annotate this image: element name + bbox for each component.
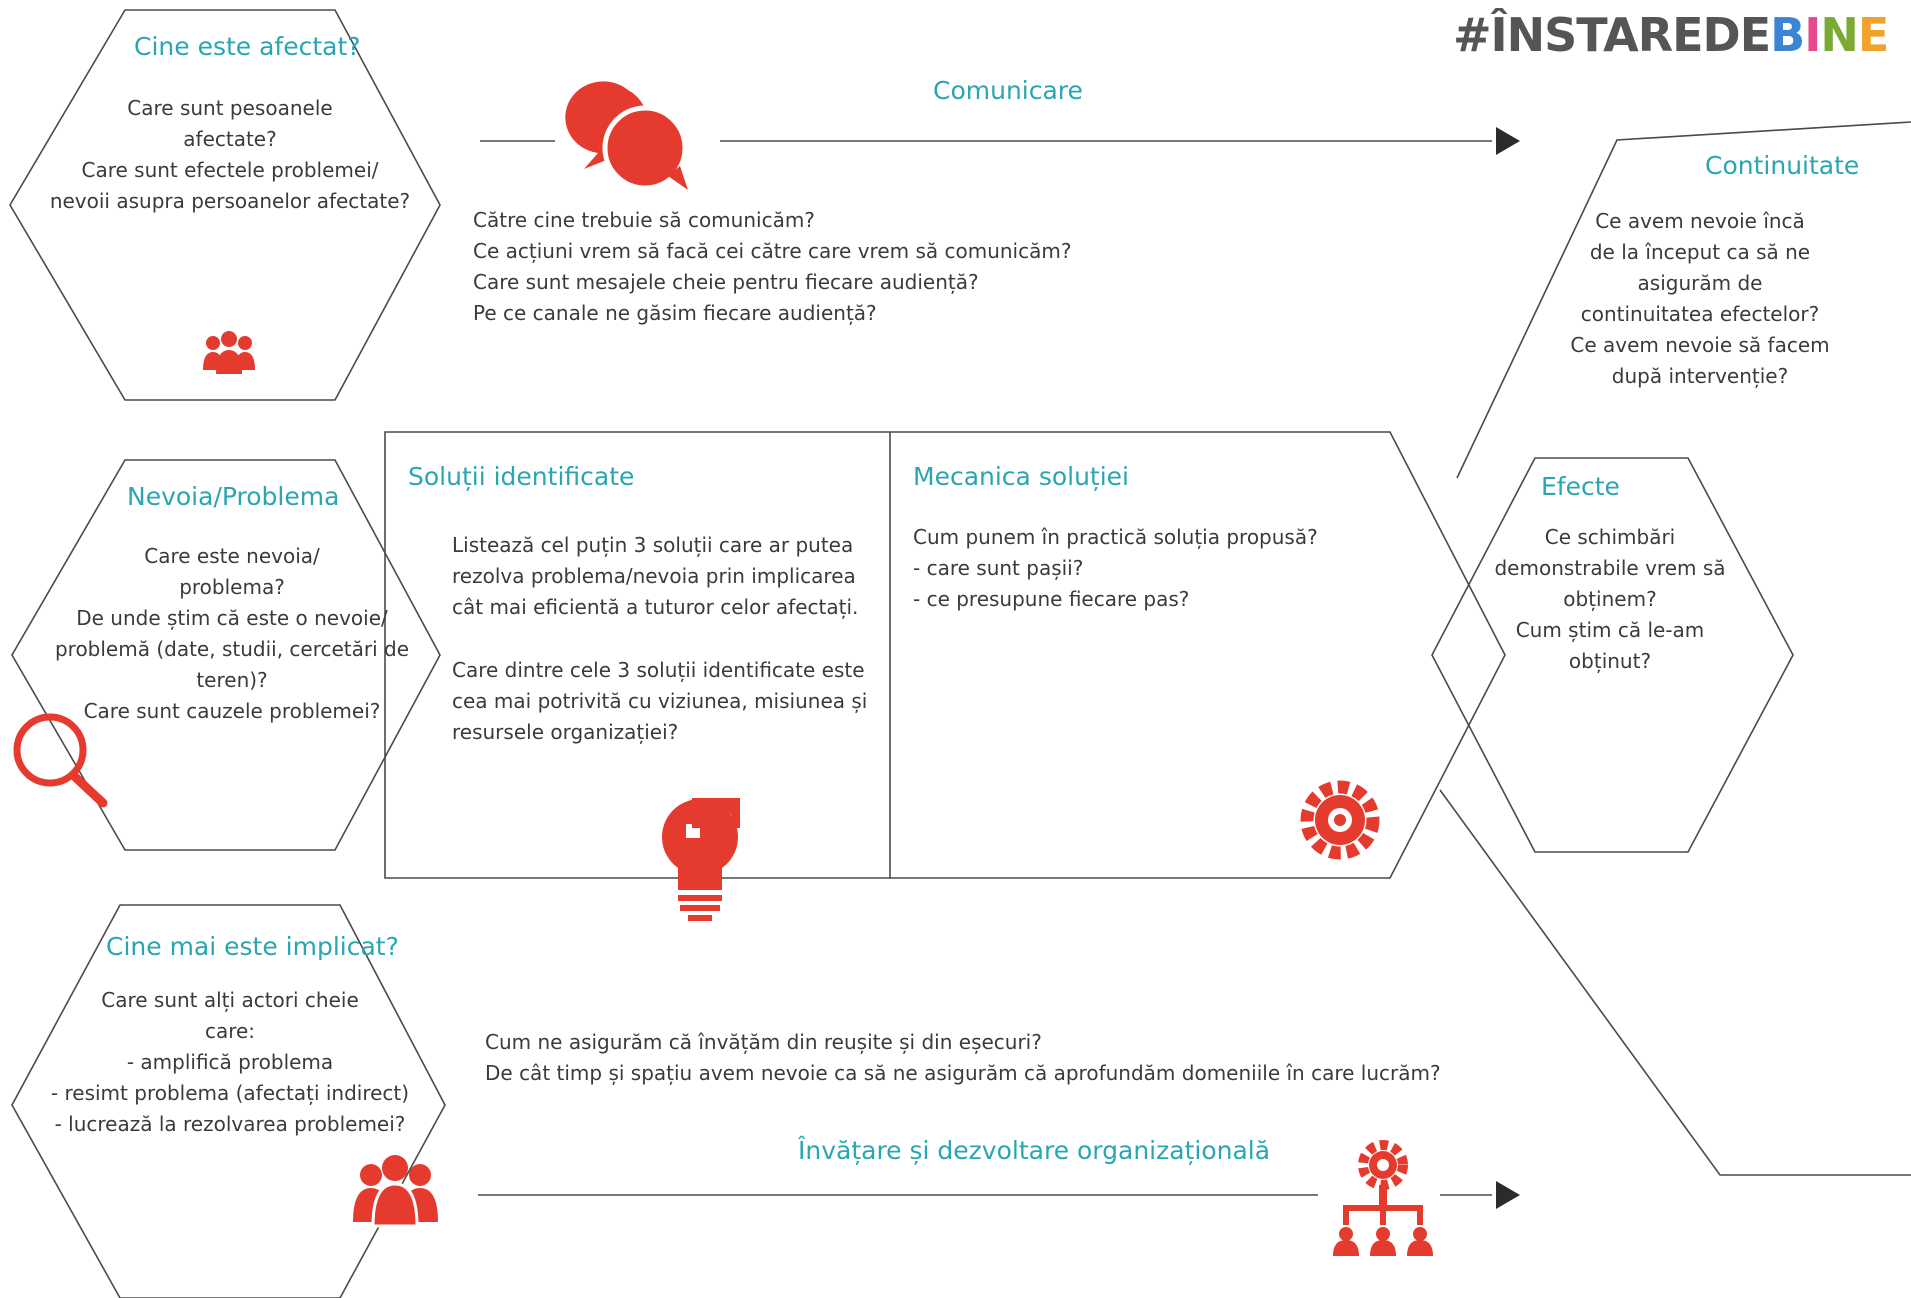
solutions-title: Soluții identificate (408, 462, 635, 491)
involved-line: care: (204, 1019, 256, 1043)
solutions-line: resursele organizației? (452, 720, 679, 744)
effects-text: Ce schimbări demonstrabile vrem să obțin… (1465, 522, 1755, 677)
hashtag-letter-b: B (1770, 8, 1805, 62)
learning-arrowhead (1496, 1181, 1520, 1209)
magnifier-icon (13, 713, 108, 808)
org-chart-gear-icon (1333, 1140, 1433, 1256)
hashtag-letter-i: I (1804, 8, 1821, 62)
affected-line: Care sunt efectele problemei/ (81, 158, 379, 182)
need-title: Nevoia/Problema (127, 482, 340, 511)
communication-title: Comunicare (933, 76, 1083, 105)
involved-line: - lucrează la rezolvarea problemei? (54, 1112, 406, 1136)
learning-outline (1439, 789, 1911, 1176)
involved-line: Care sunt alți actori cheie (101, 988, 359, 1012)
effects-line: obținut? (1568, 649, 1652, 673)
speech-bubbles-icon (565, 81, 688, 191)
continuity-line: Ce avem nevoie să facem (1570, 333, 1830, 357)
hexagon-effects (1431, 457, 1794, 853)
solutions-line: rezolva problema/nevoia prin implicarea (452, 564, 856, 588)
hexagon-involved (11, 904, 446, 1298)
mechanics-line: - ce presupune fiecare pas? (913, 587, 1190, 611)
continuity-outline (1456, 121, 1911, 479)
solutions-paragraph-2: Care dintre cele 3 soluții identificate … (452, 655, 882, 748)
involved-title: Cine mai este implicat? (106, 932, 399, 961)
affected-text: Care sunt pesoanele afectate? Care sunt … (40, 93, 420, 217)
continuity-line: Ce avem nevoie încă (1595, 209, 1805, 233)
people-group-large-icon (353, 1155, 438, 1228)
affected-title: Cine este afectat? (134, 32, 361, 61)
effects-line: obținem? (1563, 587, 1657, 611)
continuity-line: asigurăm de (1637, 271, 1763, 295)
hashtag-letter-e: E (1857, 8, 1889, 62)
mechanics-line: - care sunt pașii? (913, 556, 1084, 580)
effects-line: Cum știm că le-am (1515, 618, 1705, 642)
continuity-title: Continuitate (1705, 151, 1860, 180)
solutions-line: cât mai eficientă a tuturor celor afecta… (452, 595, 859, 619)
communication-line: Ce acțiuni vrem să facă cei către care v… (473, 239, 1072, 263)
learning-line: De cât timp și spațiu avem nevoie ca să … (485, 1061, 1441, 1085)
communication-line: Pe ce canale ne găsim fiecare audiență? (473, 301, 877, 325)
need-line: problemă (date, studii, cercetări de (54, 637, 410, 661)
people-group-icon (203, 331, 255, 374)
hexagon-affected (9, 9, 441, 401)
mechanics-title: Mecanica soluției (913, 462, 1130, 491)
effects-title: Efecte (1541, 472, 1620, 501)
need-line: problema? (179, 575, 285, 599)
continuity-line: de la început ca să ne (1589, 240, 1811, 264)
solutions-paragraph-1: Listează cel puțin 3 soluții care ar put… (452, 530, 882, 623)
solutions-line: Care dintre cele 3 soluții identificate … (452, 658, 865, 682)
need-text: Care este nevoia/ problema? De unde știm… (40, 541, 424, 727)
continuity-line: după intervenție? (1611, 364, 1789, 388)
puzzle-bulb-icon (661, 798, 740, 921)
hashtag-prefix: #ÎNSTAREDE (1453, 8, 1771, 62)
mechanics-line: Cum punem în practică soluția propusă? (913, 525, 1318, 549)
mechanics-text: Cum punem în practică soluția propusă? -… (913, 522, 1383, 615)
continuity-text: Ce avem nevoie încă de la început ca să … (1530, 206, 1870, 392)
effects-line: demonstrabile vrem să (1494, 556, 1726, 580)
communication-line: Care sunt mesajele cheie pentru fiecare … (473, 270, 979, 294)
involved-line: - amplifică problema (126, 1050, 334, 1074)
hashtag-letter-n: N (1820, 8, 1858, 62)
brand-hashtag: #ÎNSTAREDEBINE (1453, 8, 1889, 62)
involved-text: Care sunt alți actori cheie care: - ampl… (30, 985, 430, 1140)
affected-line: afectate? (183, 127, 277, 151)
communication-text: Către cine trebuie să comunicăm? Ce acți… (473, 205, 1193, 329)
learning-line: Cum ne asigurăm că învățăm din reușite ș… (485, 1030, 1042, 1054)
learning-title: Învățare și dezvoltare organizațională (798, 1136, 1271, 1165)
need-line: Care sunt cauzele problemei? (83, 699, 381, 723)
effects-line: Ce schimbări (1544, 525, 1676, 549)
involved-line: - resimt problema (afectați indirect) (50, 1081, 410, 1105)
need-line: teren)? (196, 668, 268, 692)
hexagon-need (11, 459, 441, 851)
hexagon-solutions (384, 431, 1506, 879)
learning-text: Cum ne asigurăm că învățăm din reușite ș… (485, 1027, 1485, 1089)
solutions-line: cea mai potrivită cu viziunea, misiunea … (452, 689, 868, 713)
gear-icon (1300, 780, 1380, 860)
affected-line: nevoii asupra persoanelor afectate? (49, 189, 411, 213)
affected-line: Care sunt pesoanele (127, 96, 333, 120)
solutions-line: Listează cel puțin 3 soluții care ar put… (452, 533, 854, 557)
communication-line: Către cine trebuie să comunicăm? (473, 208, 815, 232)
need-line: Care este nevoia/ (144, 544, 320, 568)
need-line: De unde știm că este o nevoie/ (76, 606, 388, 630)
communication-arrowhead (1496, 127, 1520, 155)
continuity-line: continuitatea efectelor? (1580, 302, 1820, 326)
